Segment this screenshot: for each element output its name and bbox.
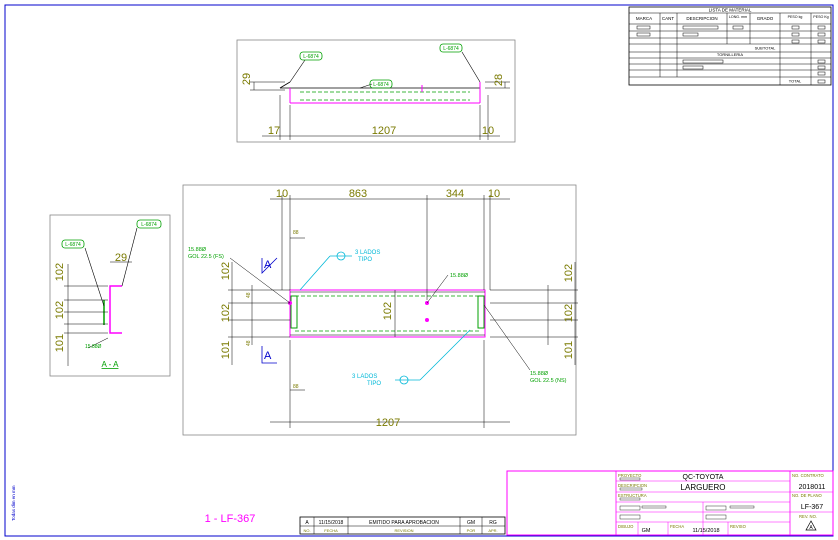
hole-note-right-gol: GOL 22.5 (NS) — [530, 378, 567, 384]
plan-dim-top-right-a: 344 — [446, 188, 464, 200]
label-reviso: REVISO — [730, 524, 747, 529]
sheet-border — [4, 4, 834, 537]
rev-no: A — [305, 520, 309, 526]
label-plano: NO. DE PLANO — [792, 493, 823, 498]
plan-dim-left-v3: 101 — [220, 341, 232, 359]
label-proyecto: PROYECTO — [618, 473, 642, 478]
tag-mid: L-6874 — [373, 82, 389, 88]
dim-bottom-mid: 1207 — [372, 125, 396, 137]
drawing-id: 1 - LF-367 — [205, 513, 256, 525]
label-rev: REV. NO. — [799, 514, 817, 519]
section-tag-1: L-6874 — [141, 222, 157, 228]
plan-dim-small-b: 48 — [246, 340, 252, 346]
bom-header-peso-total: PESO Kg — [813, 15, 828, 19]
plan-dim-left-v2: 102 — [220, 304, 232, 322]
dim-right-height: 28 — [493, 74, 505, 86]
dim-bottom-right: 10 — [482, 125, 494, 137]
bom-header-cant: CANT — [662, 16, 675, 21]
weld-note-bottom-a: 3 LADOS — [352, 374, 377, 380]
label-fecha: FECHA — [670, 524, 684, 529]
plan-dim-left-v1: 102 — [220, 262, 232, 280]
section-dim-v3: 101 — [54, 334, 66, 352]
rev-triangle-icon — [805, 520, 817, 531]
rev-header-por: POR — [467, 528, 476, 533]
bom-header-marca: MARCA — [636, 16, 652, 21]
sheet-number: LF-367 — [801, 504, 823, 511]
plan-dim-right-v1: 102 — [563, 264, 575, 282]
title-block: PROYECTO DESCRIPCION ESTRUCTURA DIBUJO F… — [506, 470, 834, 536]
tag-right: L-6874 — [443, 46, 459, 52]
rev-by: GM — [467, 520, 475, 526]
label-estructura: ESTRUCTURA — [618, 493, 647, 498]
plan-dim-small-top: 88 — [293, 230, 299, 236]
dim-left-height: 29 — [241, 73, 253, 85]
weld-note-top-a: 3 LADOS — [355, 250, 380, 256]
plan-dim-mid-v1: 102 — [382, 302, 394, 320]
drawn-by: GM — [642, 528, 651, 534]
label-contrato: NO. CONTRATO — [792, 473, 824, 478]
section-tag-2: L-6874 — [65, 242, 81, 248]
bill-of-materials: LISTA DE MATERIAL MARCA CANT DESCRIPCION… — [628, 6, 832, 86]
bom-total: TOTAL — [789, 79, 802, 84]
bom-title: LISTA DE MATERIAL — [709, 8, 752, 13]
hole-note-mid: 15.88Ø — [450, 273, 469, 279]
rev-letter: A — [809, 525, 813, 531]
plan-dim-top-left: 10 — [276, 188, 288, 200]
rev-desc: EMITIDO PARA APROBACION — [369, 520, 439, 526]
revision-block: A 11/15/2018 EMITIDO PARA APROBACION GM … — [299, 516, 506, 535]
rev-header-revision: REVISION — [394, 528, 413, 533]
drawing-date: 11/15/2018 — [692, 528, 719, 534]
label-dibujo: DIBUJO — [618, 524, 634, 529]
bom-header-desc: DESCRIPCION — [686, 16, 717, 21]
section-mark-top: A — [264, 259, 272, 271]
dim-bottom-left: 17 — [268, 125, 280, 137]
section-dim-v1: 102 — [54, 263, 66, 281]
weld-note-top-b: TIPO — [358, 257, 372, 263]
plan-dim-top-mid: 863 — [349, 188, 367, 200]
bom-bolts-title: TORNILLERIA — [717, 52, 743, 57]
rev-date: 11/15/2018 — [319, 520, 344, 526]
client-name: QC-TOYOTA — [683, 474, 724, 481]
hole-note-right: 15.88Ø — [530, 371, 549, 377]
hole-note-left-gol: GOL 22.5 (FS) — [188, 254, 224, 260]
section-dim-v2: 102 — [54, 301, 66, 319]
section-dim-top: 29 — [115, 252, 127, 264]
plan-dim-right-v3: 101 — [563, 341, 575, 359]
tag-left: L-6874 — [303, 54, 319, 60]
bom-header-peso: PESO kg — [788, 15, 803, 19]
plan-dim-right-v2: 102 — [563, 304, 575, 322]
section-a-a: L-6874 L-6874 29 102 102 101 15.88Ø A - … — [49, 214, 171, 377]
bom-subtotal: SUBTOTAL — [755, 46, 777, 51]
side-note: Todas dim en mm — [11, 485, 16, 521]
rev-header-apr: APR. — [488, 528, 497, 533]
elevation-view: L-6874 L-6874 L-6874 29 28 17 1207 10 — [236, 39, 516, 143]
label-descripcion: DESCRIPCION — [618, 483, 647, 488]
section-hole-note: 15.88Ø — [85, 344, 102, 350]
plan-dim-small-a: 48 — [246, 292, 252, 298]
bom-header-long: LONG. mm — [729, 15, 747, 19]
contract-number: 2018011 — [799, 484, 826, 491]
rev-apr: RG — [489, 520, 497, 526]
section-label: A - A — [102, 360, 120, 369]
bom-header-grado: GRADO — [757, 16, 774, 21]
plan-view: 10 863 344 10 1207 102 102 101 102 102 1… — [182, 184, 578, 436]
rev-header-fecha: FECHA — [324, 528, 338, 533]
weld-note-bottom-b: TIPO — [367, 381, 381, 387]
hole-note-left: 15.88Ø — [188, 247, 207, 253]
plan-dim-top-right-b: 10 — [488, 188, 500, 200]
plan-dim-small-bottom: 88 — [293, 384, 299, 390]
part-name: LARGUERO — [681, 483, 726, 492]
section-mark-bottom: A — [264, 350, 272, 362]
plan-dim-bottom: 1207 — [376, 417, 400, 429]
rev-header-no: NO. — [303, 528, 310, 533]
